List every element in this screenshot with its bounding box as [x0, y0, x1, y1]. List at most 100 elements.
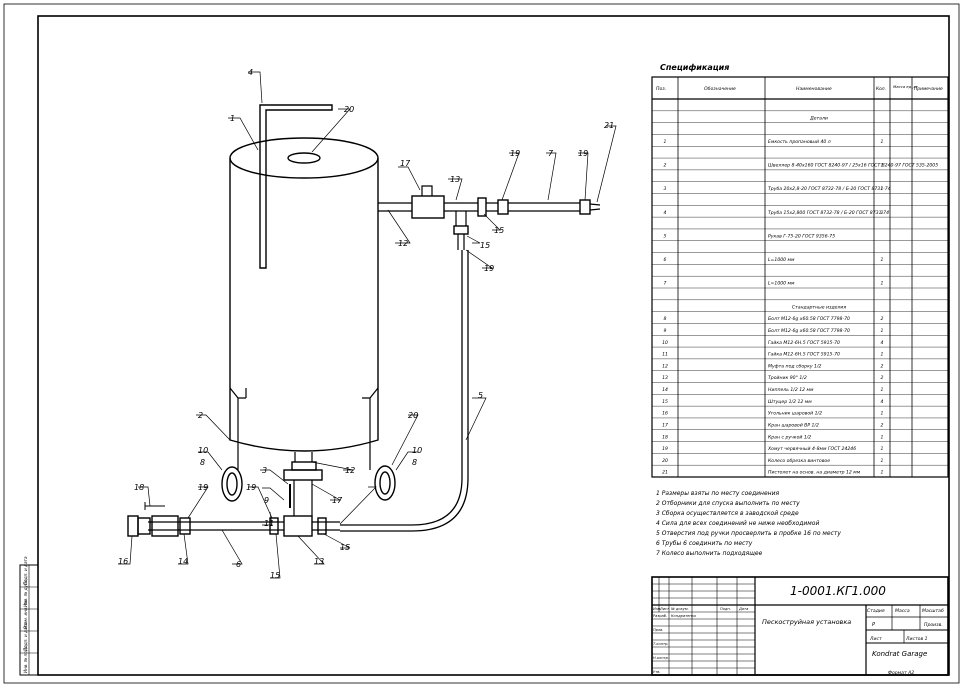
spec-name: Ниппель 1/2 12 мм: [768, 387, 814, 393]
callout-label: 10: [412, 446, 422, 455]
nozzle-16: [127, 515, 139, 537]
callout-label: 19: [578, 149, 588, 158]
filler-neck: [287, 152, 321, 164]
spec-pos: 2: [664, 163, 667, 169]
leader-lines: [118, 71, 617, 579]
callout-label: 15: [340, 543, 350, 552]
sig-header: Изм.: [653, 607, 661, 611]
scale-value: Произв.: [924, 622, 943, 628]
callout-label: 14: [178, 557, 188, 566]
callout-label: 9: [264, 496, 269, 505]
callout-label: 20: [408, 411, 418, 420]
scale-label: Масштаб: [922, 608, 944, 614]
note-line: 3 Сборка осуществляется в заводской сред…: [656, 510, 799, 517]
role-name: Кондратенко: [671, 614, 697, 618]
spec-qty: 1: [881, 446, 884, 452]
spec-name: Кран шаровой ВР 1/2: [768, 422, 819, 428]
spec-qty: 1: [881, 186, 884, 192]
spec-name: Пистолет на основ. на диаметр 12 мм: [768, 470, 861, 476]
spec-name: Труба 15x2,800 ГОСТ 8732-78 / Б-20 ГОСТ …: [768, 210, 889, 216]
sig-header: Подп.: [720, 607, 731, 611]
spec-pos: 21: [662, 470, 668, 476]
callout-label: 17: [332, 496, 343, 505]
spec-name: L=1000 мм: [768, 281, 795, 287]
side-stamp-label: Инв. № дубл.: [23, 578, 28, 607]
callout-label: 8: [200, 458, 205, 467]
leg-left: [229, 387, 246, 470]
spec-qty: 4: [881, 399, 884, 405]
spec-pos: 18: [662, 434, 668, 440]
ball-valve-17: [411, 195, 445, 219]
spec-table: Спецификация Поз. Обозначение Наименован…: [651, 63, 949, 478]
spec-header: Обозначение: [704, 86, 736, 92]
side-stamp-label: Взам. инв. №: [23, 600, 28, 629]
outer-border: [3, 3, 960, 684]
spec-name: Хомут червячный 4-8мм ГОСТ 24246: [767, 446, 856, 452]
spec-qty: 2: [881, 375, 884, 381]
side-stamp-label: Инв. № подл.: [23, 644, 28, 673]
spec-qty: 1: [881, 470, 884, 476]
spec-name: Болт М12-6g x60.58 ГОСТ 7798-70: [768, 316, 850, 322]
organization: Kondrat Garage: [872, 650, 927, 658]
callout-label: 6: [236, 560, 241, 569]
callout-label: 5: [478, 391, 483, 400]
spec-header: Кол.: [876, 86, 886, 92]
mass-label: Масса: [895, 608, 910, 614]
spec-name: Гайка М12-6Н.5 ГОСТ 5915-70: [768, 340, 840, 346]
callout-label: 8: [412, 458, 417, 467]
spec-qty: 2: [881, 363, 884, 369]
spec-pos: 19: [662, 446, 668, 452]
spec-qty: 4: [881, 340, 884, 346]
spec-qty: 1: [881, 139, 884, 145]
sig-header: Дата: [738, 607, 748, 611]
spec-qty: 1: [881, 281, 884, 287]
callout-label: 12: [398, 239, 408, 248]
spec-header: Масса ед.,кг: [893, 84, 919, 89]
callout-label: 18: [134, 483, 144, 492]
spec-pos: 6: [664, 257, 667, 263]
callout-label: 3: [262, 466, 267, 475]
spec-title: Спецификация: [660, 63, 729, 72]
spec-qty: 1: [881, 328, 884, 334]
spec-qty: 1: [881, 210, 884, 216]
spec-pos: 10: [662, 340, 668, 346]
spec-name: Кран с ручкой 1/2: [768, 434, 811, 440]
sandblaster-drawing: [127, 104, 601, 537]
callout-label: 19: [510, 149, 520, 158]
spec-name: Болт М12-6g x60.58 ГОСТ 7798-70: [768, 328, 850, 334]
side-stamp-label: Подп. и дата: [23, 556, 28, 585]
spec-name: Муфта под сборку 1/2: [768, 363, 822, 369]
spec-qty: 1: [881, 387, 884, 393]
spec-qty: 2: [881, 316, 884, 322]
spec-pos: 16: [662, 411, 668, 417]
title-block: [651, 576, 949, 676]
spec-qty: 1: [881, 434, 884, 440]
tank-top: [229, 137, 379, 179]
spec-qty: 1: [881, 257, 884, 263]
callout-label: 1: [230, 114, 235, 123]
spec-pos: 11: [662, 352, 668, 358]
side-stamp: Инв. № подл. Подп. и дата Взам. инв. № И…: [19, 556, 39, 676]
spec-qty: 1: [881, 458, 884, 464]
callout-label: 21: [604, 121, 614, 130]
spec-pos: 12: [662, 363, 668, 369]
spec-qty: 1: [881, 352, 884, 358]
spec-header: Наименование: [796, 86, 832, 92]
spec-header: Примечание: [914, 86, 943, 92]
stage-label: Стадия: [867, 608, 885, 614]
role-label: Т.контр.: [653, 642, 669, 646]
spec-name: Емкость пропановый 40 л: [768, 139, 831, 145]
spec-pos: 17: [662, 422, 668, 428]
spec-pos: 7: [664, 281, 667, 287]
side-stamp-label: Подп. и дата: [23, 622, 28, 651]
leg-right: [362, 387, 379, 470]
callout-label: 15: [480, 241, 490, 250]
callout-label: 12: [345, 466, 355, 475]
spec-pos: 13: [662, 375, 668, 381]
role-label: Утв.: [653, 670, 661, 674]
callout-label: 17: [400, 159, 411, 168]
spec-pos: 8: [664, 316, 667, 322]
